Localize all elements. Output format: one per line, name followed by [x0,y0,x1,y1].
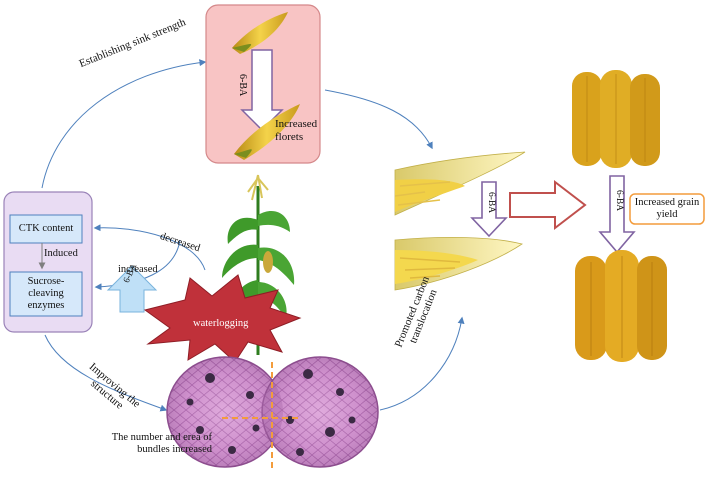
waterlogging-star [143,274,302,363]
corn-cobs-bottom-icon [575,250,667,362]
small-ear-top-icon [232,12,288,54]
ctk-content-box [9,214,83,244]
ear-top-icon [394,151,526,216]
ba-down-arrow-mid [470,181,508,238]
ba-down-arrow-right [598,175,636,254]
sucrose-box [9,271,83,317]
label-increased-yield: Increased grain yield [634,197,700,221]
ba-up-arrow-left [106,265,158,313]
label-waterlogging: waterlogging [193,318,249,329]
arrow-top-right [324,89,433,150]
label-ba-mid: 6-BA [486,192,496,214]
label-increased: increased [118,264,158,275]
label-increased-florets: Increased florets [275,118,318,143]
stem-cross-section-icon [166,356,379,470]
ear-bottom-icon [394,236,523,291]
label-ba-right: 6-BA [614,190,624,212]
arrow-decreased [93,224,206,271]
arrow-bottom-right [379,316,465,411]
red-right-arrow [509,179,587,231]
arrow-bottom-left [44,334,168,412]
label-sucrose: Sucrose-cleaving enzymes [27,276,65,312]
label-ctk-content: CTK content [18,223,74,234]
label-ba-top: 6-BA [237,74,248,97]
arrow-left-up [41,59,207,189]
yield-box [629,193,705,225]
small-ear-bottom-icon [234,104,300,160]
label-bundles: The number and erea of bundles increased [111,432,212,456]
corn-cobs-top-icon [572,70,660,168]
label-induced: Induced [44,248,78,259]
arrow-increased [94,239,181,291]
